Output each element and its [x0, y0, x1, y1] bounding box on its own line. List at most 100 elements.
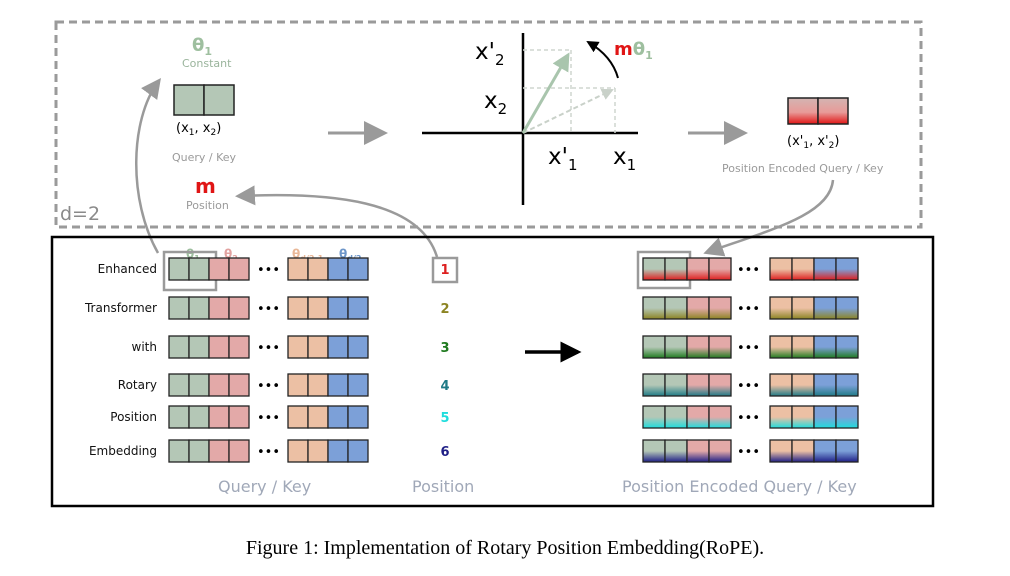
encoded-cell: [664, 296, 688, 320]
position-number: 6: [440, 445, 449, 460]
encoded-cell: [686, 405, 710, 429]
encoded-cell: [835, 373, 859, 397]
encoded-cell: [664, 335, 688, 359]
query-key-cell: [228, 405, 250, 429]
encoded-top-label: Position Encoded Query / Key: [722, 162, 884, 175]
encoded-cell: [791, 296, 815, 320]
figure-caption: Figure 1: Implementation of Rotary Posit…: [246, 537, 764, 559]
encoded-cell: [813, 257, 837, 281]
row-word: Embedding: [89, 444, 157, 458]
ellipsis: •••: [257, 411, 280, 426]
rotation-arc: [586, 40, 619, 79]
encoded-cell: [686, 257, 710, 281]
query-key-cell: [327, 405, 349, 429]
d-label: d=2: [60, 203, 100, 225]
query-key-pair: [173, 84, 235, 116]
encoded-cell: [769, 257, 793, 281]
encoded-cell: [791, 257, 815, 281]
m-label: m: [195, 174, 216, 198]
ellipsis: •••: [737, 302, 760, 317]
query-key-cell: [208, 373, 230, 397]
encoded-cell: [791, 373, 815, 397]
encoded-cell: [813, 335, 837, 359]
query-key-cell: [188, 405, 210, 429]
encoded-cell: [686, 335, 710, 359]
query-key-cell: [327, 257, 349, 281]
position-number: 3: [440, 341, 449, 356]
query-key-cell: [188, 439, 210, 463]
constant-label: Constant: [182, 57, 232, 70]
encoded-cell: [708, 335, 732, 359]
theta-1-label: θ1: [192, 35, 212, 58]
original-vector: [522, 88, 614, 134]
query-key-cell: [168, 335, 190, 359]
encoded-cell: [642, 257, 666, 281]
query-key-cell: [287, 257, 309, 281]
row-word: Position: [110, 410, 157, 424]
query-key-cell: [168, 257, 190, 281]
ellipsis: •••: [737, 341, 760, 356]
encoded-cell: [813, 405, 837, 429]
encoded-cell: [642, 439, 666, 463]
row-1: Enhanced•••1•••: [98, 257, 859, 281]
encoded-cell: [835, 439, 859, 463]
position-number: 5: [440, 411, 449, 426]
encoded-cell: [835, 405, 859, 429]
query-key-cell: [347, 335, 369, 359]
position-top-label: Position: [186, 199, 229, 212]
query-key-bottom-label: Query / Key: [218, 477, 311, 496]
ellipsis: •••: [737, 263, 760, 278]
encoded-cell: [664, 405, 688, 429]
encoded-cell: [642, 373, 666, 397]
bottom-panel-border: [50, 235, 935, 508]
encoded-cell: [664, 373, 688, 397]
query-key-cell: [188, 335, 210, 359]
rows-group: Enhanced•••1•••Transformer•••2•••with•••…: [84, 257, 859, 463]
query-key-cell: [208, 405, 230, 429]
x1-label: x1: [613, 144, 636, 174]
top-panel-border: [54, 20, 923, 229]
query-key-cell: [307, 257, 329, 281]
encoded-cell: [664, 439, 688, 463]
query-key-cell: [228, 296, 250, 320]
query-key-cell: [168, 296, 190, 320]
query-key-cell: [347, 296, 369, 320]
query-key-cell: [327, 335, 349, 359]
rotated-vector: [521, 52, 570, 134]
encoded-cell: [708, 439, 732, 463]
query-key-cell: [307, 405, 329, 429]
row-word: Enhanced: [98, 262, 157, 276]
query-key-cell: [287, 439, 309, 463]
encoded-cell: [835, 335, 859, 359]
query-key-cell: [228, 439, 250, 463]
query-key-cell: [327, 373, 349, 397]
x1-prime-label: x'1: [548, 144, 577, 174]
encoded-cell: [813, 439, 837, 463]
position-number: 1: [440, 263, 449, 278]
position-number: 2: [440, 302, 449, 317]
query-key-cell: [287, 335, 309, 359]
encoded-cell: [769, 373, 793, 397]
encoded-cell: [791, 335, 815, 359]
query-key-cell: [347, 439, 369, 463]
query-key-cell: [307, 296, 329, 320]
encoded-cell: [813, 373, 837, 397]
query-key-cell: [327, 296, 349, 320]
query-key-cell: [307, 439, 329, 463]
ellipsis: •••: [257, 445, 280, 460]
position-number: 4: [440, 379, 449, 394]
row-word: with: [132, 340, 157, 354]
row-6: Embedding•••6•••: [89, 439, 859, 463]
row-3: with•••3•••: [132, 335, 859, 359]
query-key-cell: [208, 296, 230, 320]
encoded-cell: [769, 405, 793, 429]
row-4: Rotary•••4•••: [118, 373, 859, 397]
x2-prime-label: x'2: [475, 39, 504, 69]
row-word: Rotary: [118, 378, 157, 392]
position-highlight-box: [431, 256, 459, 284]
rotation-angle-label: mθ1: [614, 39, 653, 62]
query-key-cell: [188, 296, 210, 320]
row-2: Transformer•••2•••: [84, 296, 859, 320]
encoded-cell: [708, 257, 732, 281]
